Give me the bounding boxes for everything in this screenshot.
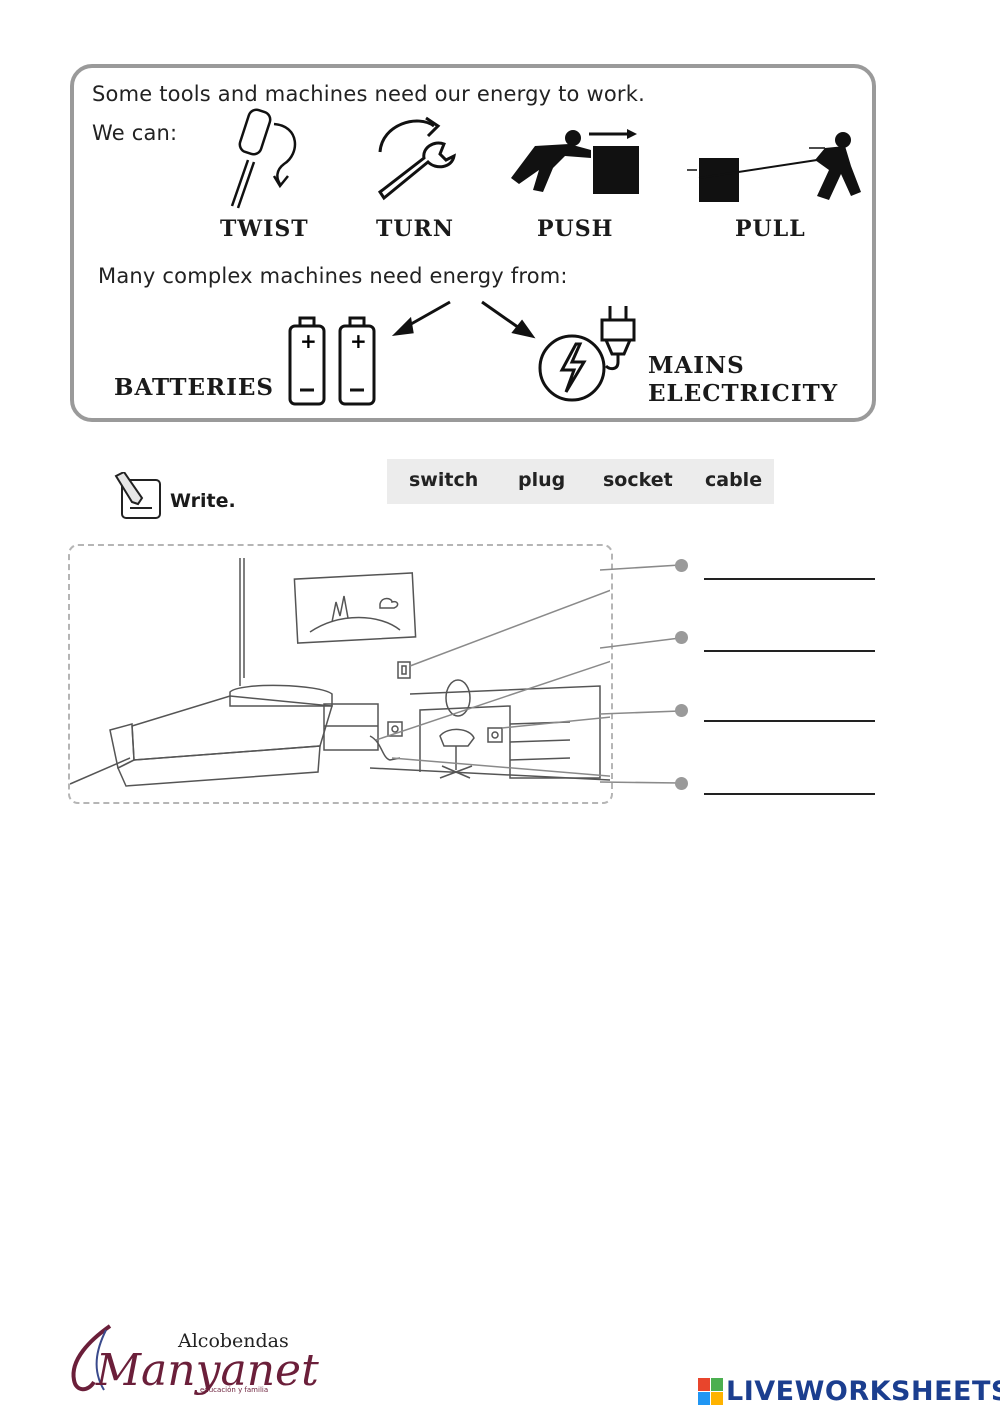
action-label-pull: PULL (735, 216, 806, 242)
school-logo-wordmark: Manyanet (96, 1345, 319, 1396)
batteries-icon: + + (288, 316, 376, 406)
screwdriver-twist-icon (230, 108, 297, 209)
answer-line-3[interactable] (704, 720, 875, 722)
word-bank-switch[interactable]: switch (409, 469, 479, 491)
mains-label-line1: MAINS (648, 352, 745, 379)
bedroom-scene-frame (68, 544, 613, 804)
label-point-4 (675, 777, 688, 790)
electric-plug-icon (538, 306, 636, 402)
school-location: Alcobendas (178, 1330, 289, 1352)
action-label-twist: TWIST (220, 216, 309, 242)
we-can-label: We can: (92, 121, 178, 145)
svg-text:+: + (350, 329, 367, 353)
word-bank: switch plug socket cable (387, 459, 774, 504)
label-point-1 (675, 559, 688, 572)
word-bank-cable[interactable]: cable (705, 469, 763, 491)
word-bank-plug[interactable]: plug (518, 469, 566, 491)
answer-line-4[interactable] (704, 793, 875, 795)
arrows-icon (391, 300, 536, 339)
answer-line-1[interactable] (704, 578, 875, 580)
wrench-turn-icon (377, 116, 456, 201)
label-point-2 (675, 631, 688, 644)
complex-machines-sentence: Many complex machines need energy from: (98, 264, 568, 288)
label-leader-lines (600, 564, 681, 784)
school-logo-swirl (71, 1324, 112, 1392)
label-point-3 (675, 704, 688, 717)
school-tagline: educación y familia (200, 1386, 269, 1394)
liveworksheets-brand: LIVEWORKSHEETS (726, 1376, 1000, 1407)
bedroom-illustration (70, 558, 610, 787)
pencil-paper-icon (114, 472, 161, 519)
liveworksheets-logo-icon (698, 1378, 723, 1405)
write-instruction: Write. (170, 490, 236, 512)
svg-text:+: + (300, 329, 317, 353)
intro-sentence: Some tools and machines need our energy … (92, 82, 645, 106)
mains-label-line2: ELECTRICITY (648, 380, 839, 407)
energy-info-panel (70, 64, 876, 422)
batteries-label: BATTERIES (114, 374, 274, 401)
person-pull-icon (687, 132, 861, 202)
answer-line-2[interactable] (704, 650, 875, 652)
action-label-push: PUSH (537, 216, 614, 242)
word-bank-socket[interactable]: socket (603, 469, 673, 491)
action-label-turn: TURN (376, 216, 454, 242)
person-push-icon (511, 129, 639, 194)
